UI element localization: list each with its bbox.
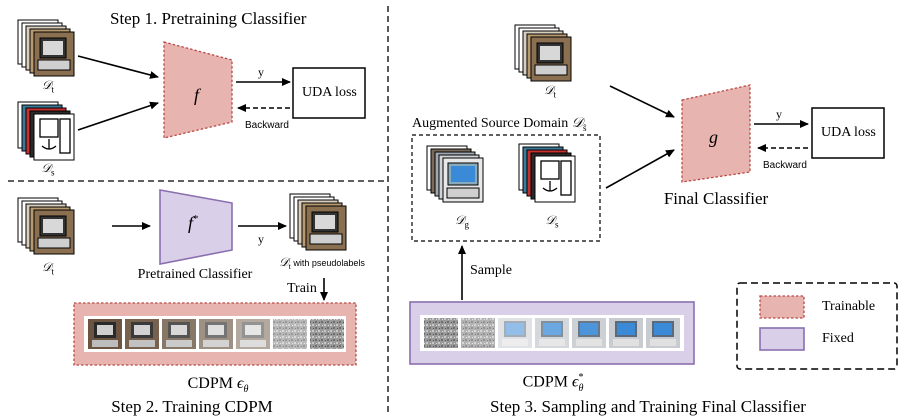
arrow-target-to-g <box>609 85 675 118</box>
legend-trainable-swatch <box>759 295 805 319</box>
cdpm-fixed-caption: CDPM ϵ*θ <box>522 372 584 394</box>
cdpm-sample-frame-7 <box>646 318 680 348</box>
classifier-g-trapezoid <box>681 84 751 183</box>
final-classifier-caption: Final Classifier <box>663 189 769 208</box>
step2-target-label: 𝒟t <box>41 260 55 277</box>
cdpm-trainable-caption: CDPM ϵθ <box>187 375 249 396</box>
classifier-f-symbol: f <box>194 85 200 105</box>
cdpm-frame-4 <box>199 319 233 349</box>
augmented-source-box <box>411 134 601 242</box>
backward-label-1: Backward <box>245 120 289 131</box>
source-images-stack-icon <box>17 101 75 161</box>
legend-trainable-label: Trainable <box>822 299 876 314</box>
step2-output-label: y <box>258 232 264 246</box>
cdpm-sample-frame-2 <box>461 318 495 348</box>
uda-loss-label-1: UDA loss <box>302 85 357 100</box>
arrow-source-to-f <box>77 101 159 131</box>
target-images-stack-icon-2 <box>17 197 75 255</box>
pretrained-f-symbol: f* <box>188 213 199 233</box>
cdpm-sample-frame-6 <box>609 318 643 348</box>
pretrained-classifier-caption: Pretrained Classifier <box>137 267 253 282</box>
legend-fixed-swatch <box>759 327 805 351</box>
cdpm-frame-3 <box>162 319 196 349</box>
train-label: Train <box>287 281 317 296</box>
step1-source-label: 𝒟s <box>41 161 55 178</box>
pseudolabel-caption: 𝒟t with pseudolabels <box>279 255 365 271</box>
step3-title: Step 3. Sampling and Training Final Clas… <box>490 397 806 416</box>
step1-target-label: 𝒟t <box>41 78 55 95</box>
step3-output-label: y <box>776 107 782 121</box>
target-images-stack-icon-3 <box>514 24 572 82</box>
uda-loss-label-2: UDA loss <box>821 125 876 140</box>
sample-label: Sample <box>470 263 512 278</box>
uda-loss-box-2 <box>811 107 885 159</box>
cdpm-frame-1 <box>88 319 122 349</box>
generated-label: 𝒟g <box>454 213 470 230</box>
arrow-target-to-f <box>77 55 159 79</box>
backward-label-2: Backward <box>763 160 807 171</box>
generated-images-stack-icon <box>426 145 484 203</box>
arrow-augmented-to-g <box>605 149 675 189</box>
source-images-stack-icon-3 <box>518 143 576 203</box>
cdpm-frame-5 <box>236 319 270 349</box>
step3-target-label: 𝒟t <box>543 83 557 100</box>
step2-title: Step 2. Training CDPM <box>111 397 273 416</box>
cdpm-sample-frame-1 <box>424 318 458 348</box>
cdpm-sample-frame-3 <box>498 318 532 348</box>
classifier-f-trapezoid <box>163 41 233 139</box>
cdpm-frame-2 <box>125 319 159 349</box>
step1-output-label: y <box>258 65 264 79</box>
cdpm-sample-frame-4 <box>535 318 569 348</box>
legend-fixed-label: Fixed <box>822 331 854 346</box>
target-images-stack-icon <box>17 19 75 77</box>
pretrained-classifier-trapezoid <box>159 189 233 265</box>
cdpm-sample-frame-5 <box>572 318 606 348</box>
step1-title: Step 1. Pretraining Classifier <box>110 9 307 28</box>
augmented-source-title: Augmented Source Domain 𝒟ŝ <box>412 116 587 133</box>
step3-source-label: 𝒟s <box>545 213 559 230</box>
cdpm-frame-7 <box>310 319 344 349</box>
pseudolabel-images-stack-icon <box>289 193 347 251</box>
uda-loss-box-1 <box>292 67 366 119</box>
classifier-g-symbol: g <box>709 127 718 147</box>
cdpm-frame-6 <box>273 319 307 349</box>
